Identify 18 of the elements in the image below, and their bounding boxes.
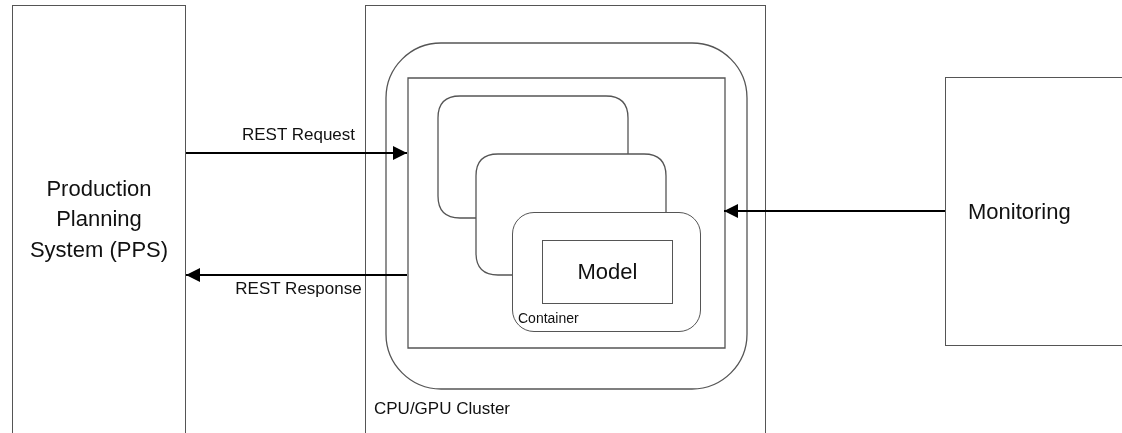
rounded-frame	[386, 43, 747, 389]
arrow	[185, 146, 408, 160]
container-box	[512, 212, 701, 332]
edge-label: REST Request	[240, 125, 357, 145]
arrow	[185, 268, 408, 282]
monitoring-box	[945, 77, 1122, 346]
inner-box	[408, 78, 725, 348]
node-label: CPU/GPU Cluster	[374, 398, 511, 421]
node-label: Container	[518, 309, 579, 329]
system-box	[12, 5, 186, 433]
model-box	[542, 240, 673, 304]
node-label: Production Planning System (PPS)	[28, 174, 170, 264]
rounded-box	[438, 96, 628, 218]
cluster-box	[365, 5, 766, 433]
edge-label: REST Response	[234, 279, 363, 299]
node-label: Monitoring	[968, 197, 1071, 226]
node-label: Model	[576, 257, 639, 286]
arrow	[723, 204, 946, 218]
